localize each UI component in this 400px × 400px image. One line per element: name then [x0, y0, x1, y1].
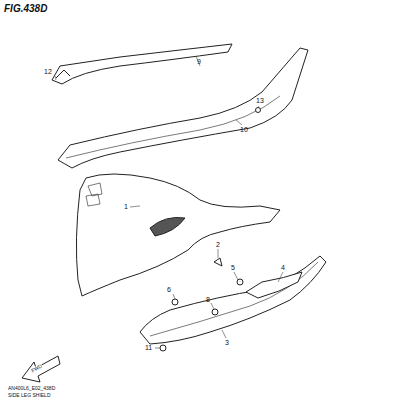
- clip: [214, 258, 222, 266]
- callout-number: 4: [281, 264, 285, 271]
- lower-shield: [140, 256, 326, 344]
- screw: [160, 345, 166, 351]
- figure-caption: SIDE LEG SHIELD: [8, 393, 51, 398]
- callout-number: 13: [256, 97, 264, 104]
- clip: [172, 299, 178, 305]
- upper-panel: [52, 44, 232, 84]
- callout-number: 6: [167, 286, 171, 293]
- shield-opening: [150, 217, 185, 236]
- side-panel: [58, 48, 308, 168]
- callout-number: 9: [197, 58, 201, 65]
- callout-number: 8: [206, 296, 210, 303]
- leg-shield: [76, 174, 280, 296]
- fwd-arrow: [22, 356, 60, 382]
- callout-number: 12: [44, 68, 52, 75]
- small-cover: [246, 272, 302, 298]
- callout-number: 5: [231, 264, 235, 271]
- clip: [212, 309, 218, 315]
- callout-number: 11: [145, 344, 152, 351]
- clip: [256, 108, 261, 113]
- callout-number: 1: [124, 203, 128, 210]
- callout-number: 2: [216, 241, 220, 248]
- figure-title: FIG.438D: [4, 3, 47, 14]
- drawing-code: AN400L6_E02_438D: [8, 386, 55, 391]
- callout-number: 10: [240, 126, 248, 133]
- callout-number: 3: [225, 339, 229, 346]
